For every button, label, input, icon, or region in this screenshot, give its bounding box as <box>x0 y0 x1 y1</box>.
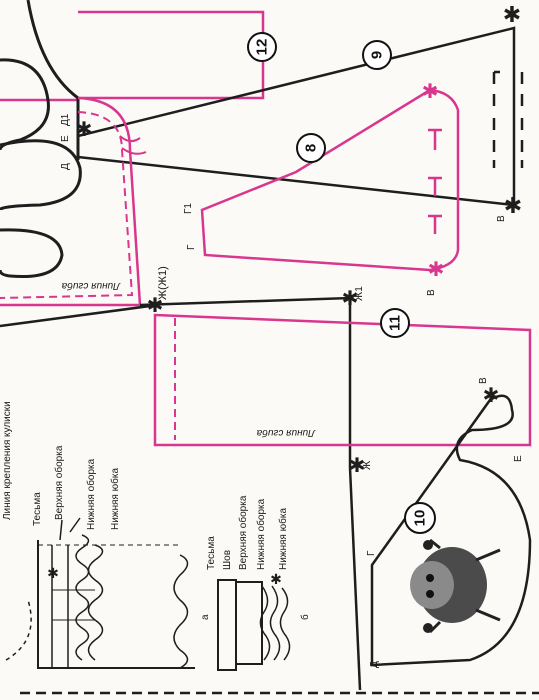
point-d1-label: Д1 <box>60 113 71 126</box>
fig-a-label-2: Нижняя оборка <box>85 458 97 530</box>
star-mark: ✱ <box>76 119 93 141</box>
body-curve-top <box>0 58 50 151</box>
point-d-label: Д <box>60 163 71 170</box>
point-g1-label: Г1 <box>183 203 194 214</box>
point-v-label: В <box>478 377 489 384</box>
piece-8-ticks <box>428 128 442 234</box>
point-g-label: Г <box>186 244 197 250</box>
attach-line-label: Линия крепления кулиски <box>2 401 13 520</box>
point-zh1-label: Ж1 <box>354 286 365 301</box>
piece-8-marker <box>296 133 326 163</box>
body-bottom-line <box>0 304 151 328</box>
point-v-label: В <box>426 289 437 296</box>
piece-10-outline <box>370 394 532 667</box>
star-mark: ✱ <box>503 2 521 27</box>
point-zh-pair-label: Ж(Ж1) <box>157 266 169 300</box>
fold-line-label: Линия сгиба <box>61 280 121 292</box>
piece-8-outline <box>200 88 460 272</box>
piece-12-number: 12 <box>254 39 271 56</box>
fig-a-label-1: Верхняя оборка <box>53 445 65 520</box>
attach-line-curve <box>5 599 32 661</box>
piece-12-outline <box>0 10 265 102</box>
fig-a-letter: а <box>200 614 211 620</box>
piece-11-number: 11 <box>387 315 404 331</box>
piece-8-number: 8 <box>303 144 320 152</box>
point-d-label: Д <box>369 661 380 668</box>
fold-line-label-11: Линия сгиба <box>256 427 316 439</box>
svg-text:✱: ✱ <box>47 565 59 581</box>
figure-a: ✱ <box>37 517 195 669</box>
figure-b: ✱ <box>217 571 291 671</box>
piece-9-number: 9 <box>369 51 386 59</box>
fig-b-label-0: Тесьма <box>206 536 217 570</box>
seam-allowance <box>0 111 134 299</box>
pink-notches <box>119 135 147 155</box>
fig-b-letter: б <box>299 614 311 620</box>
star-mark: ✱ <box>422 81 439 103</box>
star-mark: ✱ <box>428 259 445 281</box>
body-curve-low <box>0 228 64 279</box>
svg-text:✱: ✱ <box>270 571 282 587</box>
piece-11-black-edge <box>139 296 362 691</box>
fig-b-label-2: Верхняя оборка <box>237 495 249 570</box>
fig-a-label-3: Нижняя юбка <box>109 468 121 530</box>
point-zh-label: Ж <box>362 460 373 470</box>
piece-10-number: 10 <box>412 510 429 527</box>
piece-10-marker <box>404 502 436 534</box>
fig-a-label-0: Тесьма <box>32 492 43 526</box>
piece-inner-outline <box>0 96 142 307</box>
point-g-label: Г <box>366 550 377 556</box>
point-v-label: В <box>496 215 507 222</box>
star-mark: ✱ <box>483 385 500 407</box>
piece-11-marker <box>380 308 410 338</box>
body-outline <box>26 0 80 160</box>
fig-b-label-4: Нижняя юбка <box>277 508 289 570</box>
piece-9-ticks <box>492 70 524 168</box>
point-e-label: Е <box>60 135 71 142</box>
piece-9-marker <box>362 40 392 70</box>
point-e-label: Е <box>513 455 524 462</box>
fig-b-label-1: Шов <box>222 550 233 570</box>
piece-12-marker <box>247 32 277 62</box>
fig-b-label-3: Нижняя оборка <box>255 498 267 570</box>
star-mark: ✱ <box>349 455 366 477</box>
star-mark: ✱ <box>504 193 522 218</box>
piece-9-outline <box>76 26 516 207</box>
star-mark: ✱ <box>147 295 164 317</box>
piece-11-outline <box>153 313 532 447</box>
body-curve-mid <box>0 139 82 211</box>
star-mark: ✱ <box>342 288 359 310</box>
hag-illustration <box>410 538 501 634</box>
